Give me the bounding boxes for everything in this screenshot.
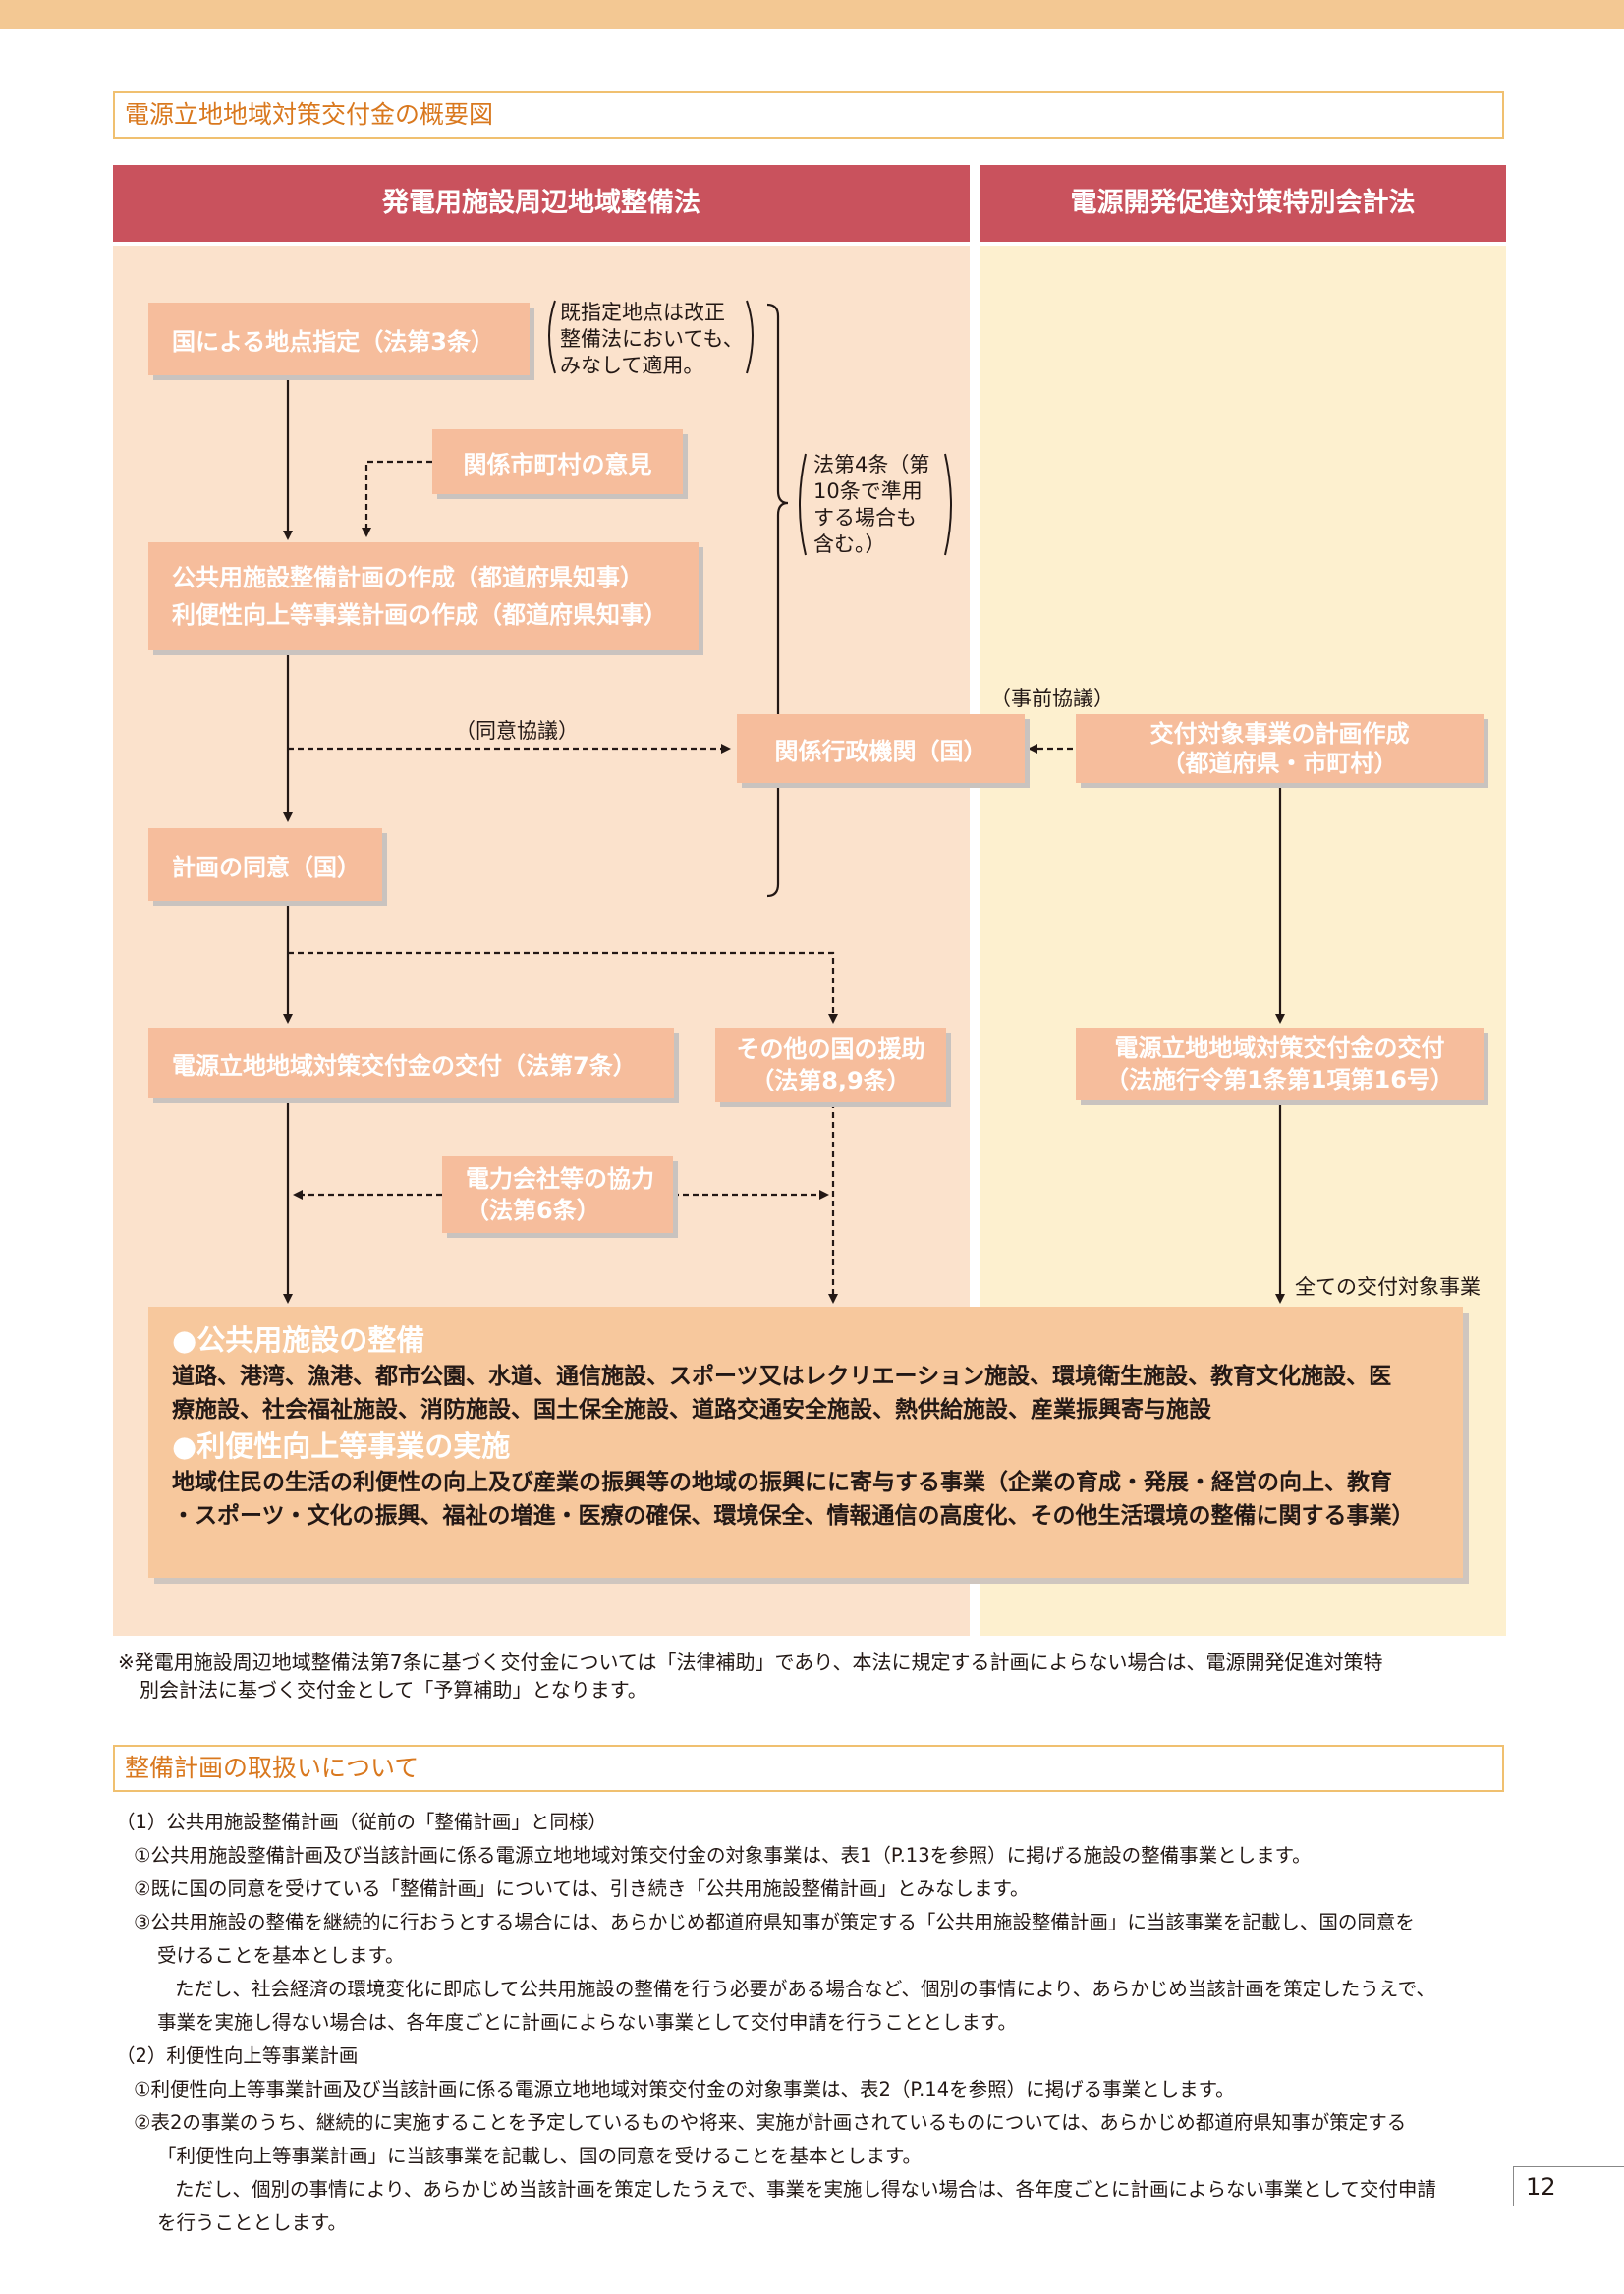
convenience-line-2: ・スポーツ・文化の振興、福祉の増進・医療の確保、環境保全、情報通信の高度化、その… xyxy=(172,1503,1415,1529)
grant-right-box: 電源立地地域対策交付金の交付 （法施行令第1条第1項第16号） xyxy=(1076,1028,1484,1100)
note-paren-left xyxy=(548,300,556,374)
body-item-5c: ただし、個別の事情により、あらかじめ当該計画を策定したうえで、事業を実施し得ない… xyxy=(175,2178,1436,2201)
body-heading-2: （2）利便性向上等事業計画 xyxy=(116,2044,359,2067)
body-item-1: ①公共用施設整備計画及び当該計画に係る電源立地地域対策交付金の対象事業は、表1（… xyxy=(134,1844,1312,1867)
cooperation-box: 電力会社等の協力 （法第6条） xyxy=(442,1156,673,1233)
prior-consult-label: （事前協議） xyxy=(990,687,1114,710)
other-aid-box: その他の国の援助 （法第8,9条） xyxy=(715,1028,946,1102)
plan-creation-box: 公共用施設整備計画の作成（都道府県知事） 利便性向上等事業計画の作成（都道府県知… xyxy=(148,542,699,650)
body-item-3d: 事業を実施し得ない場合は、各年度ごとに計画によらない事業として交付申請を行うこと… xyxy=(157,2011,1017,2034)
plan-creation-line-2: （都道府県・市町村） xyxy=(1161,750,1398,777)
agencies-box: 関係行政機関（国） xyxy=(737,714,1025,783)
convenience-line-1: 地域住民の生活の利便性の向上及び産業の振興等の地域の振興にに寄与する事業（企業の… xyxy=(172,1470,1392,1495)
art4-paren-right xyxy=(944,453,952,556)
dashed-to-other-aid xyxy=(288,951,838,1024)
grant-right-line-1: 電源立地地域対策交付金の交付 xyxy=(1114,1035,1445,1062)
other-aid-line-1: その他の国の援助 xyxy=(736,1035,925,1063)
projects-summary-box: ●公共用施設の整備 道路、港湾、漁港、都市公園、水道、通信施設、スポーツ又はレク… xyxy=(148,1307,1463,1578)
cooperation-line-1: 電力会社等の協力 xyxy=(466,1165,654,1193)
plan-handling-body: （1）公共用施設整備計画（従前の「整備計画」と同様） ①公共用施設整備計画及び当… xyxy=(116,1806,1511,2240)
footnote-line-2: 別会計法に基づく交付金として「予算補助」となります。 xyxy=(140,1678,647,1702)
existing-note-line-1: 既指定地点は改正 xyxy=(560,301,725,324)
footnote: ※発電用施設周辺地域整備法第7条に基づく交付金については「法律補助」であり、本法… xyxy=(118,1649,1513,1704)
existing-note-line-2: 整備法においても、 xyxy=(560,327,744,351)
body-item-5d: を行うこととします。 xyxy=(157,2211,348,2234)
cooperation-line-2: （法第6条） xyxy=(466,1197,600,1224)
existing-note-line-3: みなして適用。 xyxy=(560,354,704,377)
footnote-line-1: ※発電用施設周辺地域整備法第7条に基づく交付金については「法律補助」であり、本法… xyxy=(118,1651,1383,1674)
public-facilities-heading: ●公共用施設の整備 xyxy=(172,1323,425,1357)
plan-creation-right-box: 交付対象事業の計画作成 （都道府県・市町村） xyxy=(1076,714,1484,783)
all-projects-label: 全ての交付対象事業 xyxy=(1295,1275,1481,1299)
left-column-header: 発電用施設周辺地域整備法 xyxy=(113,165,970,242)
article4-line-3: する場合も xyxy=(813,506,917,530)
convenience-heading: ●利便性向上等事業の実施 xyxy=(172,1429,511,1463)
body-item-2: ②既に国の同意を受けている「整備計画」については、引き続き「公共用施設整備計画」… xyxy=(134,1877,1030,1900)
note-paren-right xyxy=(746,300,754,374)
article4-line-4: 含む。） xyxy=(813,532,886,556)
art4-paren-left xyxy=(799,453,807,556)
plan-handling-section-title: 整備計画の取扱いについて xyxy=(113,1745,1504,1792)
plan-line-2: 利便性向上等事業計画の作成（都道府県知事） xyxy=(172,601,667,629)
public-facilities-line-2: 療施設、社会福祉施設、消防施設、国土保全施設、道路交通安全施設、熱供給施設、産業… xyxy=(172,1397,1211,1423)
article4-bracket xyxy=(766,303,789,898)
body-item-3c: ただし、社会経済の環境変化に即応して公共用施設の整備を行う必要がある場合など、個… xyxy=(175,1978,1435,2000)
body-item-5b: 「利便性向上等事業計画」に当該事業を記載し、国の同意を受けることを基本とします。 xyxy=(157,2145,923,2167)
body-item-4: ①利便性向上等事業計画及び当該計画に係る電源立地地域対策交付金の対象事業は、表2… xyxy=(134,2078,1235,2100)
right-column-header: 電源開発促進対策特別会計法 xyxy=(980,165,1506,242)
top-color-bar xyxy=(0,0,1624,29)
article4-note: 法第4条（第 10条で準用 する場合も 含む。） xyxy=(813,452,929,558)
public-facilities-line-1: 道路、港湾、漁港、都市公園、水道、通信施設、スポーツ又はレクリエーション施設、環… xyxy=(172,1364,1392,1389)
grant-right-line-2: （法施行令第1条第1項第16号） xyxy=(1105,1066,1454,1093)
page-number: 12 xyxy=(1513,2166,1624,2206)
plan-line-1: 公共用施設整備計画の作成（都道府県知事） xyxy=(172,564,644,591)
body-item-5a: ②表2の事業のうち、継続的に実施することを予定しているものや将来、実施が計画され… xyxy=(134,2111,1407,2134)
body-item-3a: ③公共用施設の整備を継続的に行おうとする場合には、あらかじめ都道府県知事が策定す… xyxy=(134,1911,1415,1933)
body-heading-1: （1）公共用施設整備計画（従前の「整備計画」と同様） xyxy=(116,1811,607,1833)
other-aid-line-2: （法第8,9条） xyxy=(751,1067,911,1094)
body-item-3b: 受けることを基本とします。 xyxy=(157,1944,405,1967)
existing-site-note: 既指定地点は改正 整備法においても、 みなして適用。 xyxy=(560,300,744,379)
dashed-municipal-to-plan xyxy=(362,460,432,537)
diagram-section-title: 電源立地地域対策交付金の概要図 xyxy=(113,91,1504,139)
grant-left-box: 電源立地地域対策交付金の交付（法第7条） xyxy=(148,1028,674,1098)
article4-line-1: 法第4条（第 xyxy=(813,453,930,476)
consent-box: 計画の同意（国） xyxy=(148,828,382,901)
designation-box: 国による地点指定（法第3条） xyxy=(148,303,530,375)
article4-line-2: 10条で準用 xyxy=(813,479,923,503)
plan-creation-line-1: 交付対象事業の計画作成 xyxy=(1149,720,1410,748)
municipal-opinion-box: 関係市町村の意見 xyxy=(432,429,683,494)
consent-consult-label: （同意協議） xyxy=(455,719,579,743)
